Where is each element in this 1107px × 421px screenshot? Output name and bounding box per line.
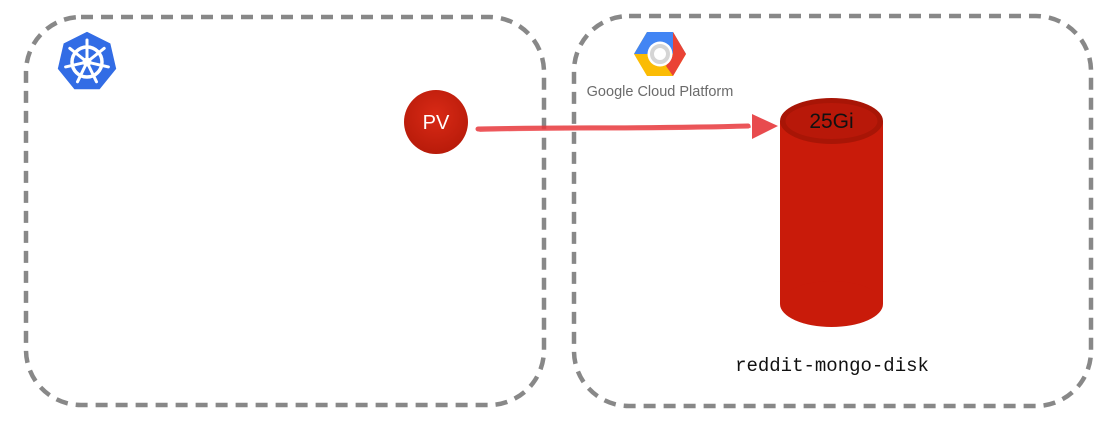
pv-label: PV (423, 112, 450, 134)
kubernetes-cluster-panel (23, 14, 547, 408)
disk-size-label: 25Gi (809, 110, 853, 133)
kubernetes-icon (56, 30, 118, 91)
gcp-label: Google Cloud Platform (587, 84, 734, 100)
binding-arrow (475, 114, 778, 139)
persistent-volume-node (404, 90, 468, 154)
google-cloud-platform-icon (634, 32, 686, 76)
persistent-disk-cylinder (780, 98, 883, 327)
disk-name-label: reddit-mongo-disk (735, 355, 929, 377)
gcp-panel (571, 13, 1094, 409)
